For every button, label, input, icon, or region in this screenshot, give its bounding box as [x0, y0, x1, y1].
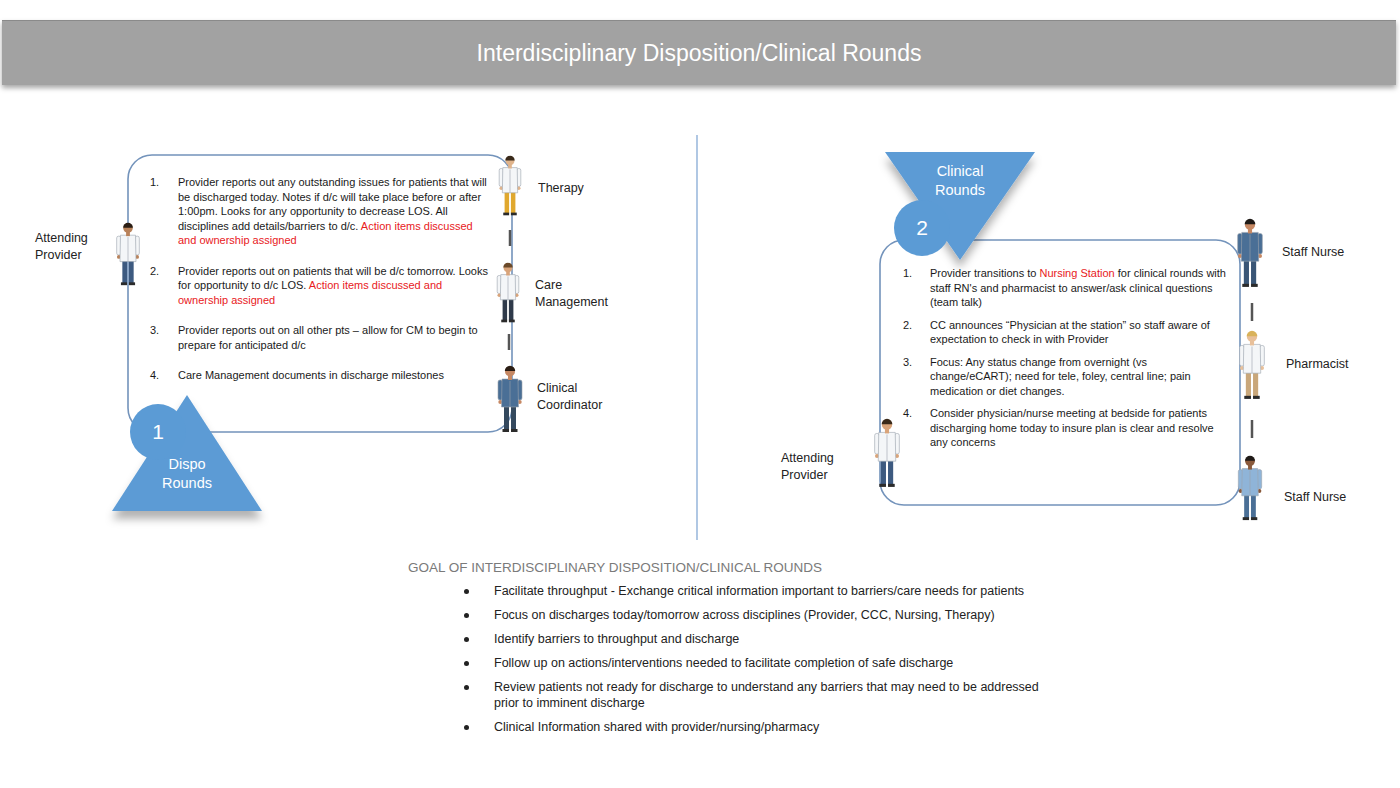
item-body: Focus: Any status change from overnight …: [930, 355, 1227, 399]
person-figure: [1238, 456, 1261, 520]
bullet-row: Focus on discharges today/tomorrow acros…: [463, 607, 1063, 623]
item-body: Provider reports out on patients that wi…: [178, 264, 492, 308]
item-text: Focus: Any status change from overnight …: [930, 356, 1191, 397]
bullet-row: Facilitate throughput - Exchange critica…: [463, 583, 1063, 599]
item-number: 1.: [903, 266, 930, 310]
link-dash: [1251, 420, 1254, 438]
phase-triangle: Dispo Rounds: [112, 395, 262, 511]
list-item: 2.CC announces “Physician at the station…: [903, 318, 1227, 347]
list-item: 1.Provider transitions to Nursing Statio…: [903, 266, 1227, 310]
item-number: 3.: [903, 355, 930, 399]
item-text: Provider transitions to: [930, 267, 1036, 279]
person-figure: [117, 223, 140, 285]
item-body: Care Management documents in discharge m…: [178, 368, 492, 383]
bullet-dot: [464, 685, 469, 690]
person-figure: [1240, 331, 1265, 399]
bullet-row: Follow up on actions/interventions neede…: [463, 655, 1063, 671]
item-number: 3.: [150, 323, 178, 352]
list-item: 3.Provider reports out on all other pts …: [150, 323, 492, 352]
link-dash: [509, 230, 512, 246]
title-text: Interdisciplinary Disposition/Clinical R…: [477, 40, 922, 66]
list-item: 1.Provider reports out any outstanding i…: [150, 175, 492, 248]
item-body: CC announces “Physician at the station” …: [930, 318, 1227, 347]
person-figure: [498, 366, 522, 432]
phase-label: Clinical Rounds: [920, 162, 1000, 200]
bullet-text: Facilitate throughput - Exchange critica…: [494, 583, 1024, 599]
role-label: Care Management: [535, 277, 623, 311]
bullet-dot: [464, 613, 469, 618]
bullet-row: Identify barriers to throughput and disc…: [463, 631, 1063, 647]
bullet-dot: [464, 637, 469, 642]
bullet-text: Identify barriers to throughput and disc…: [494, 631, 739, 647]
person-figure: [497, 263, 519, 323]
item-text: Provider reports out on all other pts – …: [178, 324, 478, 351]
person-figure: [875, 419, 900, 487]
item-text: Consider physician/nurse meeting at beds…: [930, 407, 1214, 448]
callout-number: 1: [152, 420, 164, 444]
title-band: Interdisciplinary Disposition/Clinical R…: [2, 20, 1396, 85]
bullet-dot: [464, 589, 469, 594]
item-body: Provider reports out on all other pts – …: [178, 323, 492, 352]
role-label: Pharmacist: [1286, 356, 1396, 373]
person-figure: [499, 156, 521, 216]
process-box: 1.Provider reports out any outstanding i…: [150, 175, 492, 383]
callout-number: 2: [916, 216, 928, 240]
goal-list: Facilitate throughput - Exchange critica…: [463, 583, 1063, 743]
item-number: 2.: [903, 318, 930, 347]
goal-heading: GOAL OF INTERDISCIPLINARY DISPOSITION/CL…: [408, 559, 1128, 576]
step-circle: 1: [130, 404, 186, 460]
link-dash: [1251, 303, 1254, 321]
list-item: 4.Care Management documents in discharge…: [150, 368, 492, 383]
divider-line: [696, 135, 697, 540]
box-outline: [128, 155, 512, 432]
bullet-text: Follow up on actions/interventions neede…: [494, 655, 953, 671]
bullet-text: Focus on discharges today/tomorrow acros…: [494, 607, 995, 623]
person-figure: [1238, 219, 1263, 287]
role-label: Attending Provider: [781, 450, 853, 484]
item-number: 4.: [903, 406, 930, 450]
phase-label: Dispo Rounds: [152, 455, 222, 493]
role-label: Attending Provider: [35, 230, 107, 264]
role-label: Therapy: [538, 180, 658, 197]
role-label: Staff Nurse: [1282, 244, 1392, 261]
triangle-shape: [112, 395, 262, 511]
bullet-dot: [464, 725, 469, 730]
item-text: Care Management documents in discharge m…: [178, 369, 444, 381]
role-label: Staff Nurse: [1284, 489, 1394, 506]
process-box: 1.Provider transitions to Nursing Statio…: [903, 266, 1227, 450]
item-number: 2.: [150, 264, 178, 308]
bullet-row: Clinical Information shared with provide…: [463, 719, 1063, 735]
item-body: Provider reports out any outstanding iss…: [178, 175, 492, 248]
bullet-text: Review patients not ready for discharge …: [494, 679, 1063, 711]
list-item: 3.Focus: Any status change from overnigh…: [903, 355, 1227, 399]
box-outline: [880, 240, 1240, 505]
item-number: 4.: [150, 368, 178, 383]
highlight-text: Nursing Station: [1039, 267, 1114, 279]
bullet-row: Review patients not ready for discharge …: [463, 679, 1063, 711]
item-text: CC announces “Physician at the station” …: [930, 319, 1210, 346]
bullet-dot: [464, 661, 469, 666]
item-body: Consider physician/nurse meeting at beds…: [930, 406, 1227, 450]
list-item: 2.Provider reports out on patients that …: [150, 264, 492, 308]
bullet-text: Clinical Information shared with provide…: [494, 719, 819, 735]
role-label: Clinical Coordinator: [537, 380, 619, 414]
item-number: 1.: [150, 175, 178, 248]
item-body: Provider transitions to Nursing Station …: [930, 266, 1227, 310]
list-item: 4.Consider physician/nurse meeting at be…: [903, 406, 1227, 450]
step-circle: 2: [894, 200, 950, 256]
link-dash: [508, 334, 511, 350]
